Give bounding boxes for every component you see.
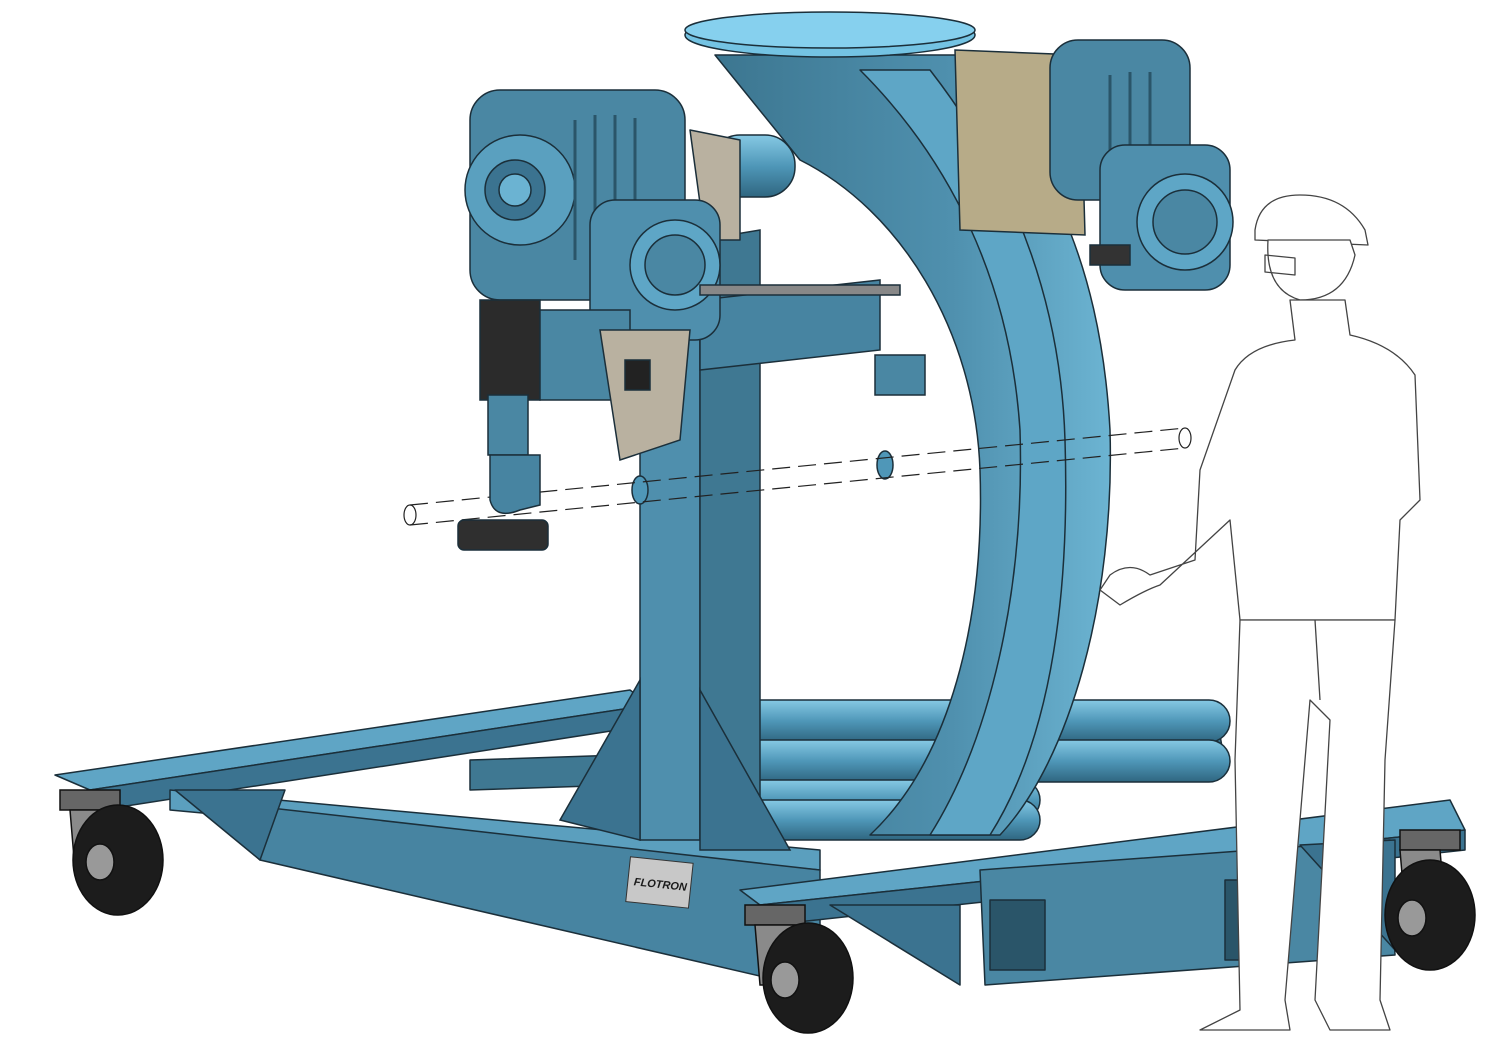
rotation-axis [403,427,1192,526]
cradle-inner-web [859,69,1067,836]
hard-hat-icon [1254,194,1369,246]
operator-figure [1099,194,1421,1031]
left-gearbox-assembly [457,89,901,551]
gusset-left [174,789,286,861]
caster-wheel-rear-right [1384,829,1476,971]
logo-plate: FLOTRON [625,856,694,909]
caster-wheel-front-right [744,904,854,1034]
right-gearbox-assembly [954,39,1234,291]
jaw-pad [457,519,549,551]
gusset-right-front [829,904,961,986]
box-opening-1 [989,899,1046,971]
cradle-arm [631,11,1112,836]
logo-text: FLOTRON [633,876,688,894]
caster-wheel-front-left [59,789,164,916]
clamp-bracket [479,299,541,401]
